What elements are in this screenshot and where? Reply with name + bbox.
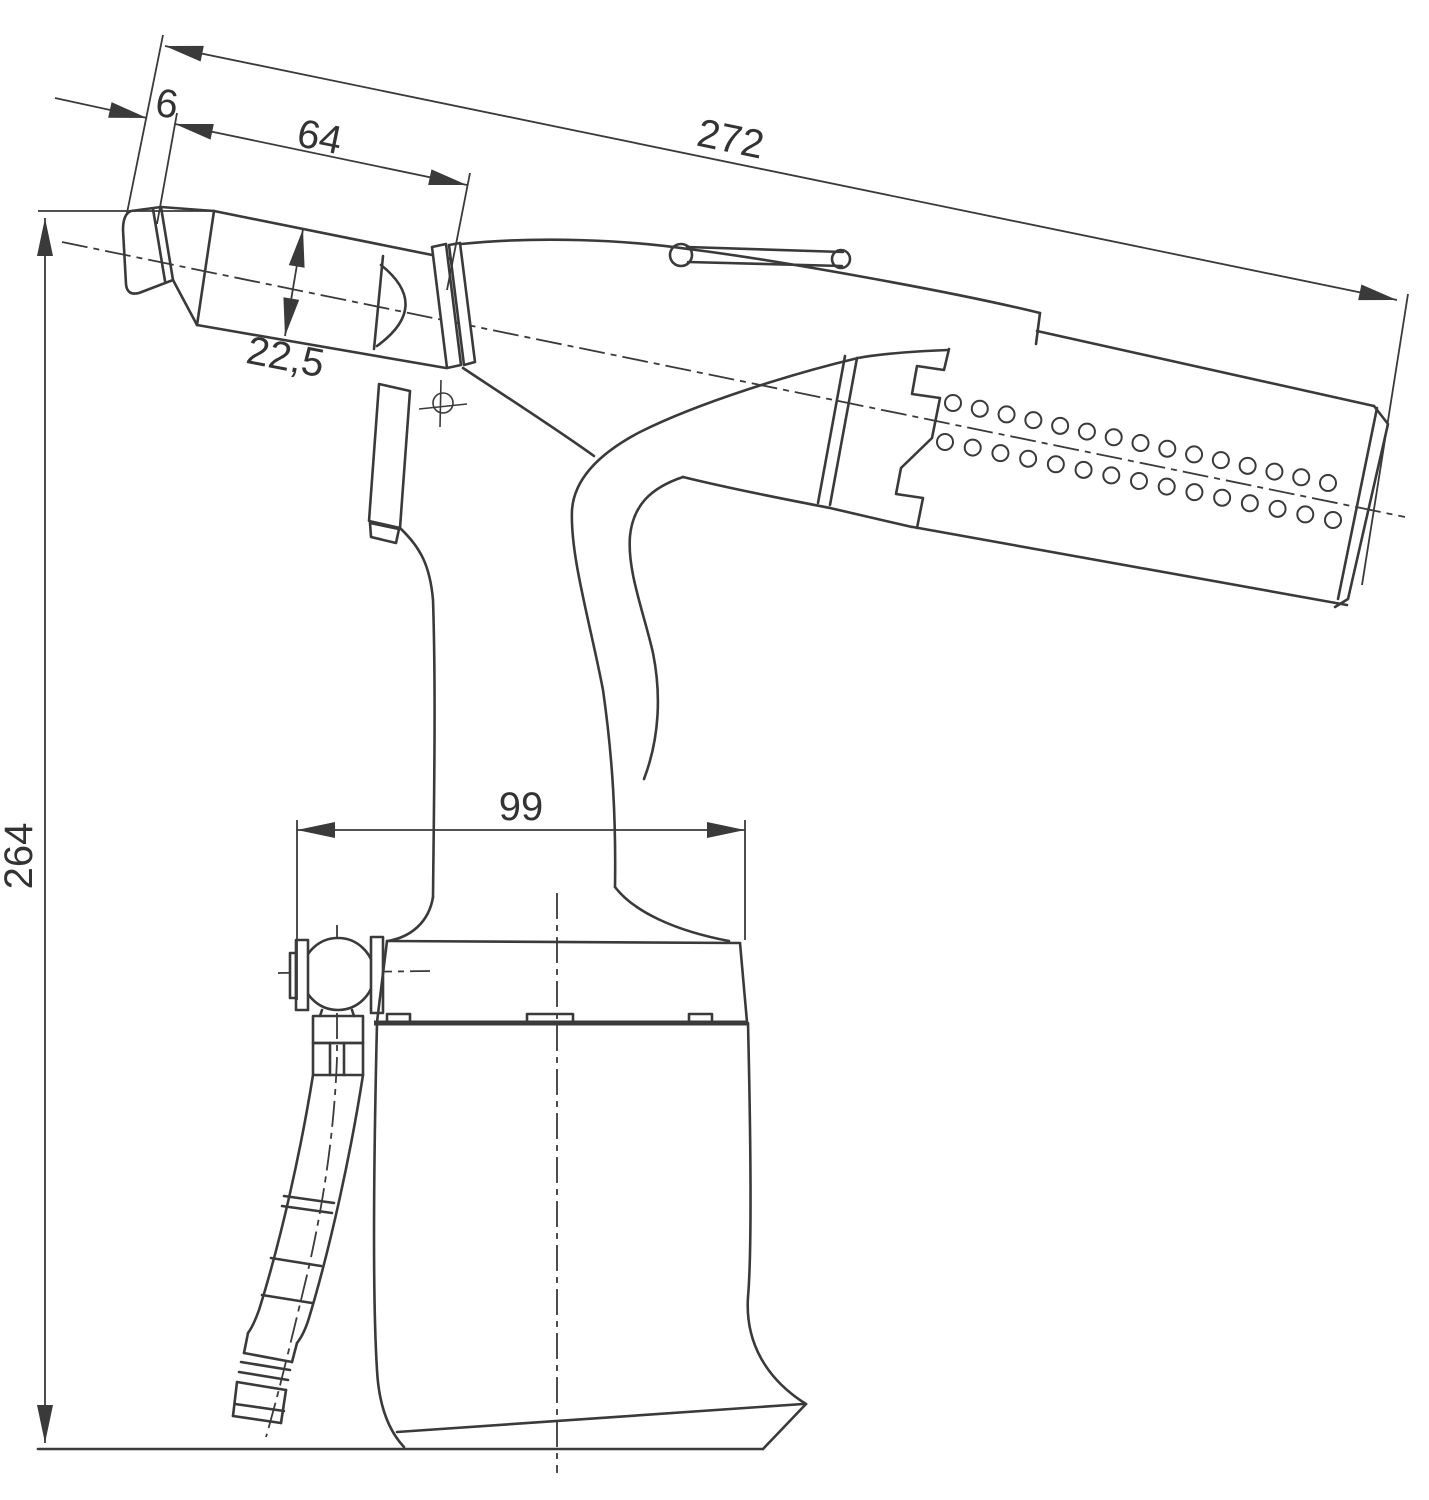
hose-coupling: [231, 1360, 292, 1425]
dim-overall-length-label: 272: [693, 111, 767, 168]
dim-overall-height-label: 264: [0, 823, 41, 890]
bayonet-notched-face: [894, 347, 951, 530]
dim-overall-height: 264: [0, 218, 53, 1443]
tool-axis-centerline: [61, 241, 1406, 518]
center-lines: [61, 241, 1406, 1473]
rear-cylinder: [894, 329, 1390, 609]
handle-grip: [386, 526, 731, 943]
dim-nose-diameter: 22,5: [243, 228, 328, 386]
dim-base-width-label: 99: [499, 785, 544, 829]
top-pin-lever: [668, 242, 852, 270]
air-inlet-ball-joint: [288, 935, 385, 1077]
vent-holes: [936, 394, 1342, 529]
front-flange: [430, 241, 477, 370]
datum-crosshair-icon: [418, 379, 468, 428]
dim-nose-section: 64: [174, 111, 468, 186]
dim-base-width: 99: [297, 785, 745, 838]
housing-body: [459, 238, 1042, 889]
dimension-annotations: 272 64 6 22,5 264 99: [0, 34, 1409, 1443]
dim-nose-section-label: 64: [293, 111, 345, 163]
rivet-gun-outline: [36, 205, 1390, 1451]
base-unit: [36, 939, 808, 1451]
trigger: [367, 382, 412, 545]
dim-nose-diameter-label: 22,5: [243, 328, 328, 386]
dim-nose-offset: 6: [54, 81, 181, 128]
air-hose: [231, 1073, 365, 1425]
hose-centerline: [265, 925, 338, 1438]
dim-nose-offset-label: 6: [153, 81, 181, 128]
